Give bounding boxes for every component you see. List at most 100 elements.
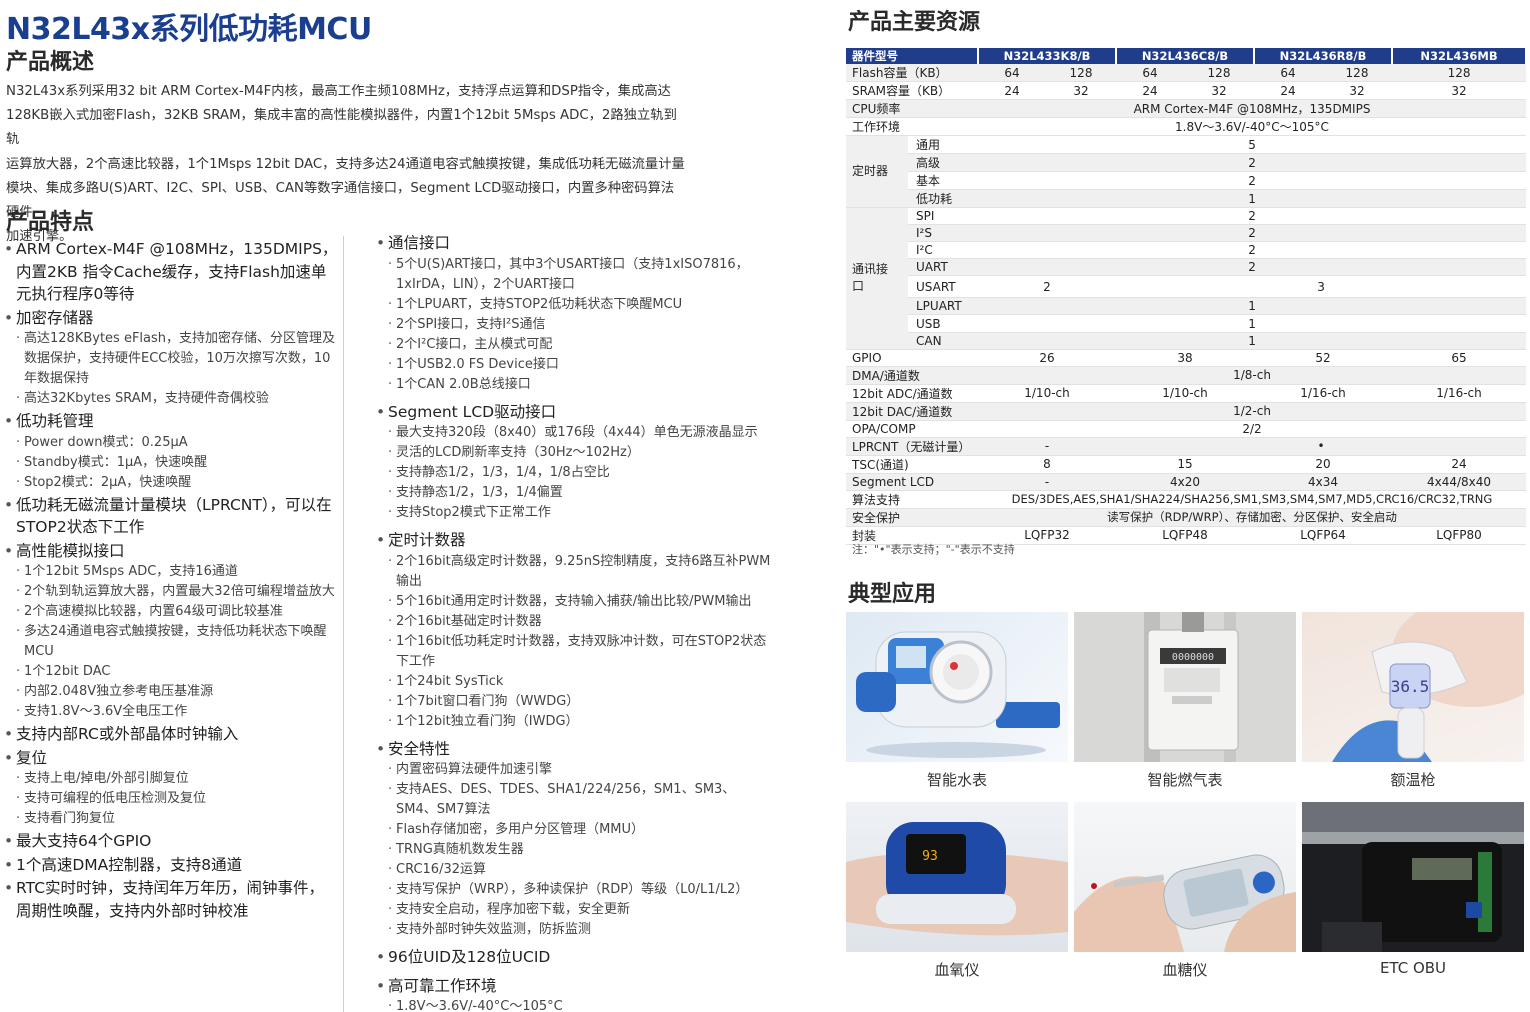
feature-item: 1.8V～3.6V/-40°C～105°C [376, 997, 776, 1012]
table-row: SRAM容量（KB） 24 32 24 32 24 32 32 [846, 81, 1527, 100]
feature-item: TRNG真随机数发生器 [376, 840, 776, 860]
feature-group: 安全特性内置密码算法硬件加速引擎支持AES、DES、TDES、SHA1/224/… [376, 738, 776, 941]
row-label: 12bit DAC/通道数 [846, 402, 978, 421]
feature-group-title: 加密存储器 [4, 307, 339, 330]
table-header-row: 器件型号 N32L433K8/B N32L436C8/B N32L436R8/B… [846, 48, 1528, 64]
table-row: I²C 2 [846, 241, 1527, 260]
feature-group-title: 定时计数器 [376, 529, 776, 552]
cell: LQFP48 [1116, 526, 1254, 545]
feature-group: 加密存储器高达128KBytes eFlash，支持加密存储、分区管理及数据保护… [4, 307, 339, 410]
feature-group: 低功耗管理Power down模式：0.25μAStandby模式：1μA，快速… [4, 410, 339, 493]
overview-heading: 产品概述 [6, 50, 95, 75]
row-label: Flash容量（KB） [846, 64, 978, 82]
row-label: Segment LCD [846, 473, 978, 491]
cell: 2 [978, 241, 1527, 260]
feature-group: 最大支持64个GPIO [4, 830, 339, 853]
features-heading: 产品特点 [6, 210, 95, 235]
row-label: 工作环境 [846, 117, 978, 136]
cell: • [1116, 437, 1527, 456]
feature-item: 高达128KBytes eFlash，支持加密存储、分区管理及数据保护，支持硬件… [4, 329, 339, 389]
app-caption: 智能水表 [926, 771, 987, 789]
cell: 20 [1254, 455, 1393, 474]
svg-text:0000000: 0000000 [1172, 652, 1214, 663]
feature-item: 2个16bit高级定时计数器，9.25nS控制精度，支持6路互补PWM输出 [376, 552, 776, 592]
cell: 4x20 [1116, 473, 1254, 491]
feature-group-title: 复位 [4, 747, 339, 770]
table-row: CAN 1 [846, 332, 1527, 350]
feature-group-title: 高性能模拟接口 [4, 540, 339, 563]
feature-item: 1个CAN 2.0B总线接口 [376, 375, 776, 395]
table-row: DMA/通道数 1/8-ch [846, 366, 1527, 385]
sub-label: LPUART [908, 297, 978, 316]
sub-label: USB [908, 314, 978, 333]
feature-item: 1个16bit低功耗定时计数器，支持双脉冲计数，可在STOP2状态下工作 [376, 632, 776, 672]
cell: 32 [1392, 81, 1527, 100]
feature-group: 通信接口5个U(S)ART接口，其中3个USART接口（支持1xISO7816，… [376, 232, 776, 395]
gas-meter-image: 0000000 [1074, 612, 1296, 762]
feature-item: Standby模式：1μA，快速唤醒 [4, 453, 339, 473]
sub-label: I²S [908, 224, 978, 243]
app-glucose-meter: 血糖仪 [1074, 802, 1296, 980]
row-label: 12bit ADC/通道数 [846, 384, 978, 403]
table-row: 安全保护 读写保护（RDP/WRP）、存储加密、分区保护、安全启动 [846, 508, 1527, 527]
feature-item: 内置密码算法硬件加速引擎 [376, 760, 776, 780]
cell: 2 [978, 171, 1527, 190]
cell: ARM Cortex-M4F @108MHz，135DMIPS [978, 99, 1527, 118]
feature-group: 96位UID及128位UCID [376, 946, 776, 969]
app-etc-obu: ETC OBU [1302, 802, 1524, 977]
table-row: GPIO 26 38 52 65 [846, 349, 1527, 367]
table-row: OPA/COMP 2/2 [846, 420, 1527, 438]
glucose-meter-image [1074, 802, 1296, 952]
row-label: DMA/通道数 [846, 366, 978, 385]
table-row: LPUART 1 [846, 297, 1527, 316]
page-title: N32L43x系列低功耗MCU [6, 12, 372, 47]
feature-item: 支持看门狗复位 [4, 809, 339, 829]
overview-line: 模块、集成多路U(S)ART、I2C、SPI、USB、CAN等数字通信接口，Se… [6, 180, 675, 221]
table-row: Flash容量（KB） 64 128 64 128 64 128 128 [846, 64, 1527, 82]
feature-item: 1个12bit DAC [4, 662, 339, 682]
feature-group: 高可靠工作环境1.8V～3.6V/-40°C～105°C±4KV ESD（HBM… [376, 975, 776, 1012]
cell: 24 [1254, 81, 1322, 100]
row-label: LPRCNT（无磁计量） [846, 437, 978, 456]
feature-group: 1个高速DMA控制器，支持8通道 [4, 854, 339, 877]
overview-line: N32L43x系列采用32 bit ARM Cortex-M4F内核，最高工作主… [6, 84, 671, 99]
feature-group-title: Segment LCD驱动接口 [376, 401, 776, 424]
app-caption: 额温枪 [1390, 771, 1436, 789]
cell: 2 [978, 207, 1527, 226]
feature-item: 支持可编程的低电压检测及复位 [4, 789, 339, 809]
group-label-comm: 通讯接口 [846, 207, 908, 350]
cell: 1.8V～3.6V/-40°C～105°C [978, 117, 1527, 136]
cell: 32 [1046, 81, 1116, 100]
feature-item: 高达32Kbytes SRAM，支持硬件奇偶校验 [4, 389, 339, 409]
feature-group: ARM Cortex-M4F @108MHz，135DMIPS，内置2KB 指令… [4, 238, 339, 306]
app-gas-meter: 0000000 智能燃气表 [1074, 612, 1296, 790]
cell: 8 [978, 455, 1116, 474]
cell: 1/16-ch [1392, 384, 1527, 403]
feature-item: 支持静态1/2，1/3，1/4，1/8占空比 [376, 463, 776, 483]
cell: 1 [978, 332, 1527, 350]
sub-label: 低功耗 [908, 189, 978, 208]
feature-group-title: ARM Cortex-M4F @108MHz，135DMIPS，内置2KB 指令… [4, 238, 339, 306]
app-caption: 血氧仪 [934, 961, 980, 979]
table-note: 注："•"表示支持；"-"表示不支持 [852, 543, 1015, 556]
resource-table: 器件型号 N32L433K8/B N32L436C8/B N32L436R8/B… [846, 48, 1528, 545]
feature-item: 2个16bit基础定时计数器 [376, 612, 776, 632]
sub-label: CAN [908, 332, 978, 350]
feature-group: 定时计数器2个16bit高级定时计数器，9.25nS控制精度，支持6路互补PWM… [376, 529, 776, 732]
feature-item: 支持上电/掉电/外部引脚复位 [4, 769, 339, 789]
table-row: LPRCNT（无磁计量） - • [846, 437, 1527, 456]
table-row: UART 2 [846, 258, 1527, 277]
table-row: Segment LCD - 4x20 4x34 4x44/8x40 [846, 473, 1527, 491]
feature-item: 多达24通道电容式触摸按键，支持低功耗状态下唤醒MCU [4, 622, 339, 662]
feature-group-title: 支持内部RC或外部晶体时钟输入 [4, 723, 339, 746]
feature-item: 1个7bit窗口看门狗（WWDG） [376, 692, 776, 712]
app-caption: 智能燃气表 [1147, 771, 1223, 789]
features-column-right: 通信接口5个U(S)ART接口，其中3个USART接口（支持1xISO7816，… [376, 232, 776, 1012]
feature-item: 1个12bit 5Msps ADC，支持16通道 [4, 562, 339, 582]
feature-group: 支持内部RC或外部晶体时钟输入 [4, 723, 339, 746]
app-caption: ETC OBU [1379, 959, 1447, 977]
group-label-timer: 定时器 [846, 135, 908, 208]
feature-item: 内部2.048V独立参考电压基准源 [4, 682, 339, 702]
cell: 52 [1254, 349, 1393, 367]
table-row: USB 1 [846, 314, 1527, 333]
